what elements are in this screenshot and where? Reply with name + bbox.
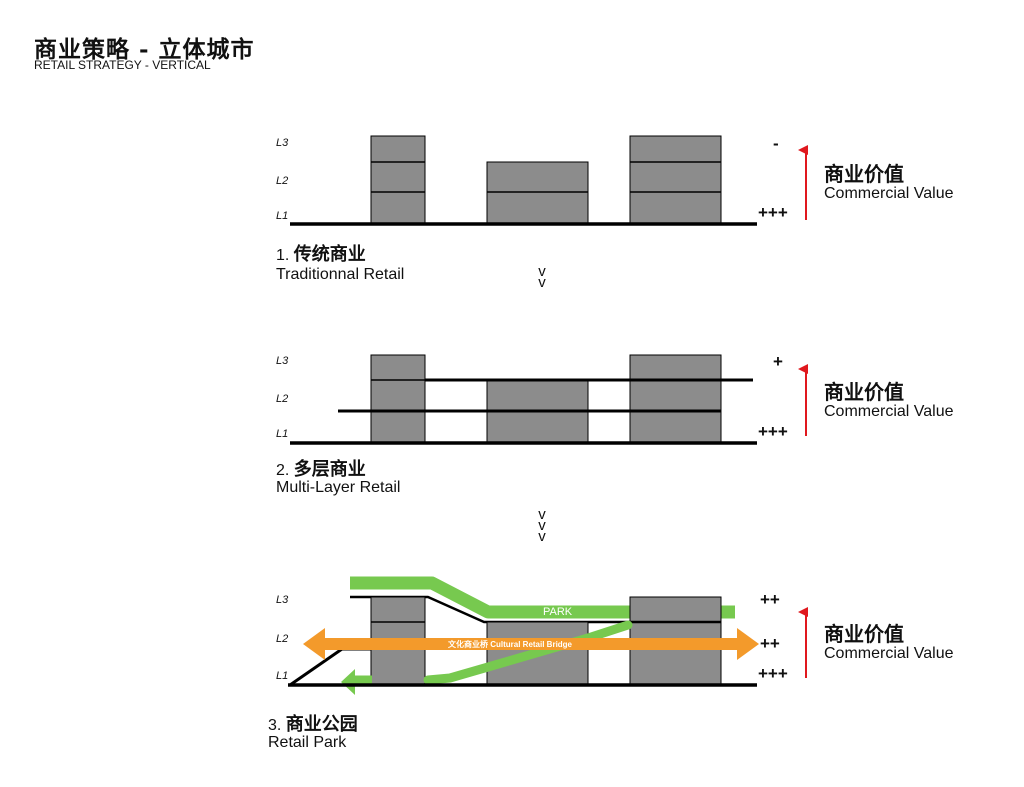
- chevron-down-icon: v: [538, 506, 546, 523]
- section-1-diagram: [290, 135, 808, 226]
- level-label-l3: L3: [276, 355, 289, 367]
- value-mark: +: [773, 352, 783, 371]
- level-label-l2: L2: [276, 633, 289, 645]
- section-3-subtitle: Retail Park: [268, 734, 347, 751]
- value-mark: +++: [758, 422, 788, 441]
- commercial-value-title: 商业价值: [824, 162, 904, 186]
- section-2-subtitle: Multi-Layer Retail: [276, 479, 401, 496]
- park-label: PARK: [543, 606, 573, 618]
- value-mark: ++: [760, 634, 780, 653]
- value-mark: +++: [758, 203, 788, 222]
- connector-chevrons-1: v v: [532, 263, 552, 291]
- chevron-down-icon: v: [538, 517, 546, 534]
- park-path: [350, 576, 735, 619]
- building-2c: [629, 354, 722, 444]
- commercial-value-subtitle: Commercial Value: [824, 645, 954, 662]
- commercial-value-subtitle: Commercial Value: [824, 403, 954, 420]
- building-2a: [370, 354, 426, 444]
- value-mark: ++: [760, 590, 780, 609]
- level-label-l2: L2: [276, 393, 289, 405]
- section-1-subtitle: Traditionnal Retail: [276, 266, 405, 283]
- building-1b: [486, 161, 589, 225]
- value-mark: +++: [758, 664, 788, 683]
- chevron-down-icon: v: [538, 528, 546, 545]
- chevron-down-icon: v: [538, 274, 546, 291]
- page-title: 商业策略 - 立体城市: [34, 36, 255, 63]
- level-label-l3: L3: [276, 594, 289, 606]
- connector-chevrons-2: v v v: [532, 506, 552, 545]
- level-label-l2: L2: [276, 175, 289, 187]
- value-mark: -: [773, 134, 779, 153]
- building-1a: [370, 135, 426, 225]
- building-1c: [629, 135, 722, 225]
- park-ramp-arrowhead: [341, 669, 355, 695]
- chevron-down-icon: v: [538, 263, 546, 280]
- commercial-value-subtitle: Commercial Value: [824, 185, 954, 202]
- section-2-diagram: [290, 354, 808, 445]
- commercial-value-title: 商业价值: [824, 380, 904, 404]
- bridge-label: 文化商业桥 Cultural Retail Bridge: [448, 640, 573, 649]
- section-3-title: 3. 商业公园: [268, 714, 358, 735]
- commercial-value-title: 商业价值: [824, 622, 904, 646]
- level-label-l3: L3: [276, 137, 289, 149]
- level-label-l1: L1: [276, 428, 289, 440]
- section-2-title: 2. 多层商业: [276, 459, 366, 480]
- level-label-l1: L1: [276, 210, 289, 222]
- section-3-diagram: [288, 576, 808, 695]
- park-ramp: [423, 620, 633, 685]
- section-1-title: 1. 传统商业: [276, 244, 366, 265]
- page-subtitle: RETAIL STRATEGY - VERTICAL: [34, 58, 211, 72]
- level-label-l1: L1: [276, 670, 289, 682]
